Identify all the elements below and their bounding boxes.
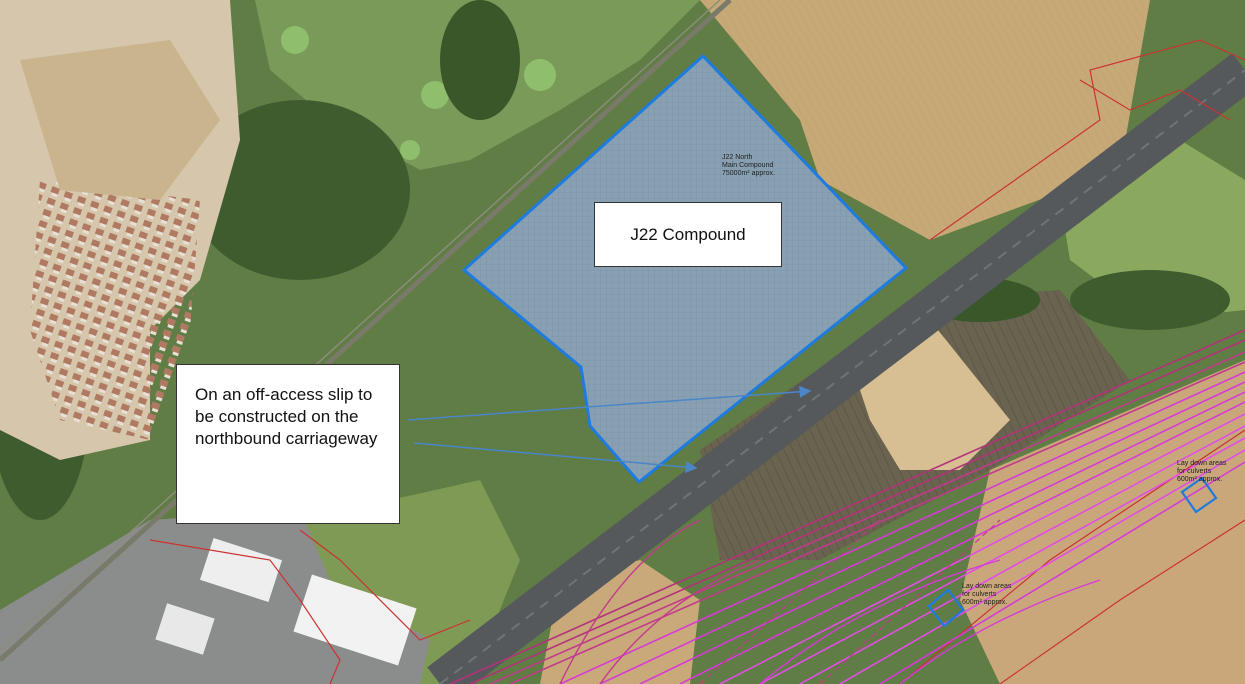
- warehouse-2: [293, 574, 417, 666]
- culverts-annotation-south: Lay down areas for culverts 600m² approx…: [962, 583, 1012, 606]
- callout-arrow-lower: [413, 442, 698, 474]
- golf-green-4: [400, 140, 420, 160]
- warehouse-1: [199, 537, 283, 603]
- woodland-4: [1070, 270, 1230, 330]
- compound-boundary: [461, 53, 909, 485]
- compound-label: J22 Compound: [594, 202, 782, 267]
- culverts-laydown-east: [1180, 476, 1218, 514]
- golf-green-1: [281, 26, 309, 54]
- culverts-laydown-south: [927, 588, 965, 628]
- culverts-annotation-east: Lay down areas for culverts 600m² approx…: [1177, 460, 1227, 483]
- callout-arrow-upper: [407, 385, 812, 421]
- construction-area: [20, 40, 220, 200]
- red-boundary-east: [1079, 79, 1231, 121]
- railway-line-edge: [0, 0, 721, 651]
- housing-estate-roofs: [30, 180, 200, 440]
- red-boundary-far-east: [999, 519, 1245, 684]
- railway-line: [0, 0, 732, 662]
- field-north-east-stripes: [700, 0, 1150, 240]
- woodland-1: [190, 100, 410, 280]
- works-alignment-lines: [449, 329, 1245, 684]
- field-south-east: [960, 360, 1245, 684]
- red-boundary-north-east: [929, 39, 1245, 241]
- warehouse-3: [155, 603, 215, 655]
- compound-grid: [464, 56, 906, 482]
- motorway-centre: [439, 69, 1245, 684]
- main-compound-annotation: J22 North Main Compound 75000m² approx.: [722, 154, 775, 177]
- golf-green-3: [524, 59, 556, 91]
- callout-text-box: On an off-access slip to be constructed …: [176, 364, 400, 524]
- red-boundary-industrial: [149, 539, 341, 684]
- woodland-2: [440, 0, 520, 120]
- golf-green-2: [421, 81, 449, 109]
- red-boundary-south: [299, 529, 471, 641]
